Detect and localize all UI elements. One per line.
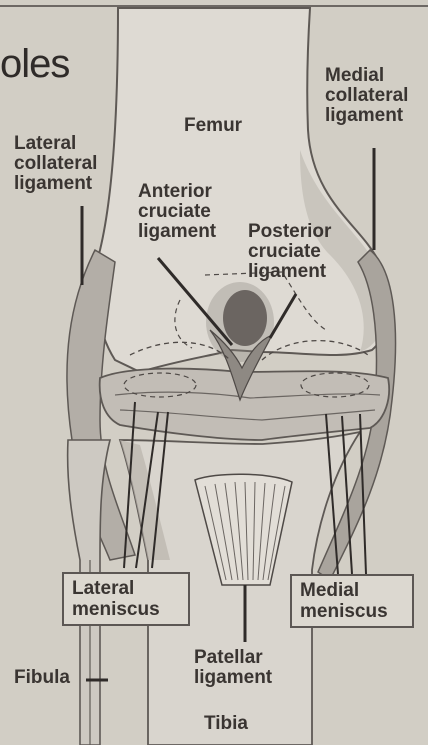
label-lateral-collateral-ligament: Lateral collateral ligament bbox=[14, 134, 97, 194]
label-fibula: Fibula bbox=[14, 668, 70, 688]
label-medial-meniscus: Medial meniscus bbox=[290, 574, 414, 628]
page-title-fragment: oles bbox=[0, 42, 69, 87]
label-lateral-meniscus: Lateral meniscus bbox=[62, 572, 190, 626]
label-posterior-cruciate-ligament: Posterior cruciate ligament bbox=[248, 222, 331, 282]
label-femur: Femur bbox=[184, 116, 242, 136]
label-anterior-cruciate-ligament: Anterior cruciate ligament bbox=[138, 182, 216, 242]
label-tibia: Tibia bbox=[204, 714, 248, 734]
label-patellar-ligament: Patellar ligament bbox=[194, 648, 272, 688]
label-medial-collateral-ligament: Medial collateral ligament bbox=[325, 66, 408, 126]
